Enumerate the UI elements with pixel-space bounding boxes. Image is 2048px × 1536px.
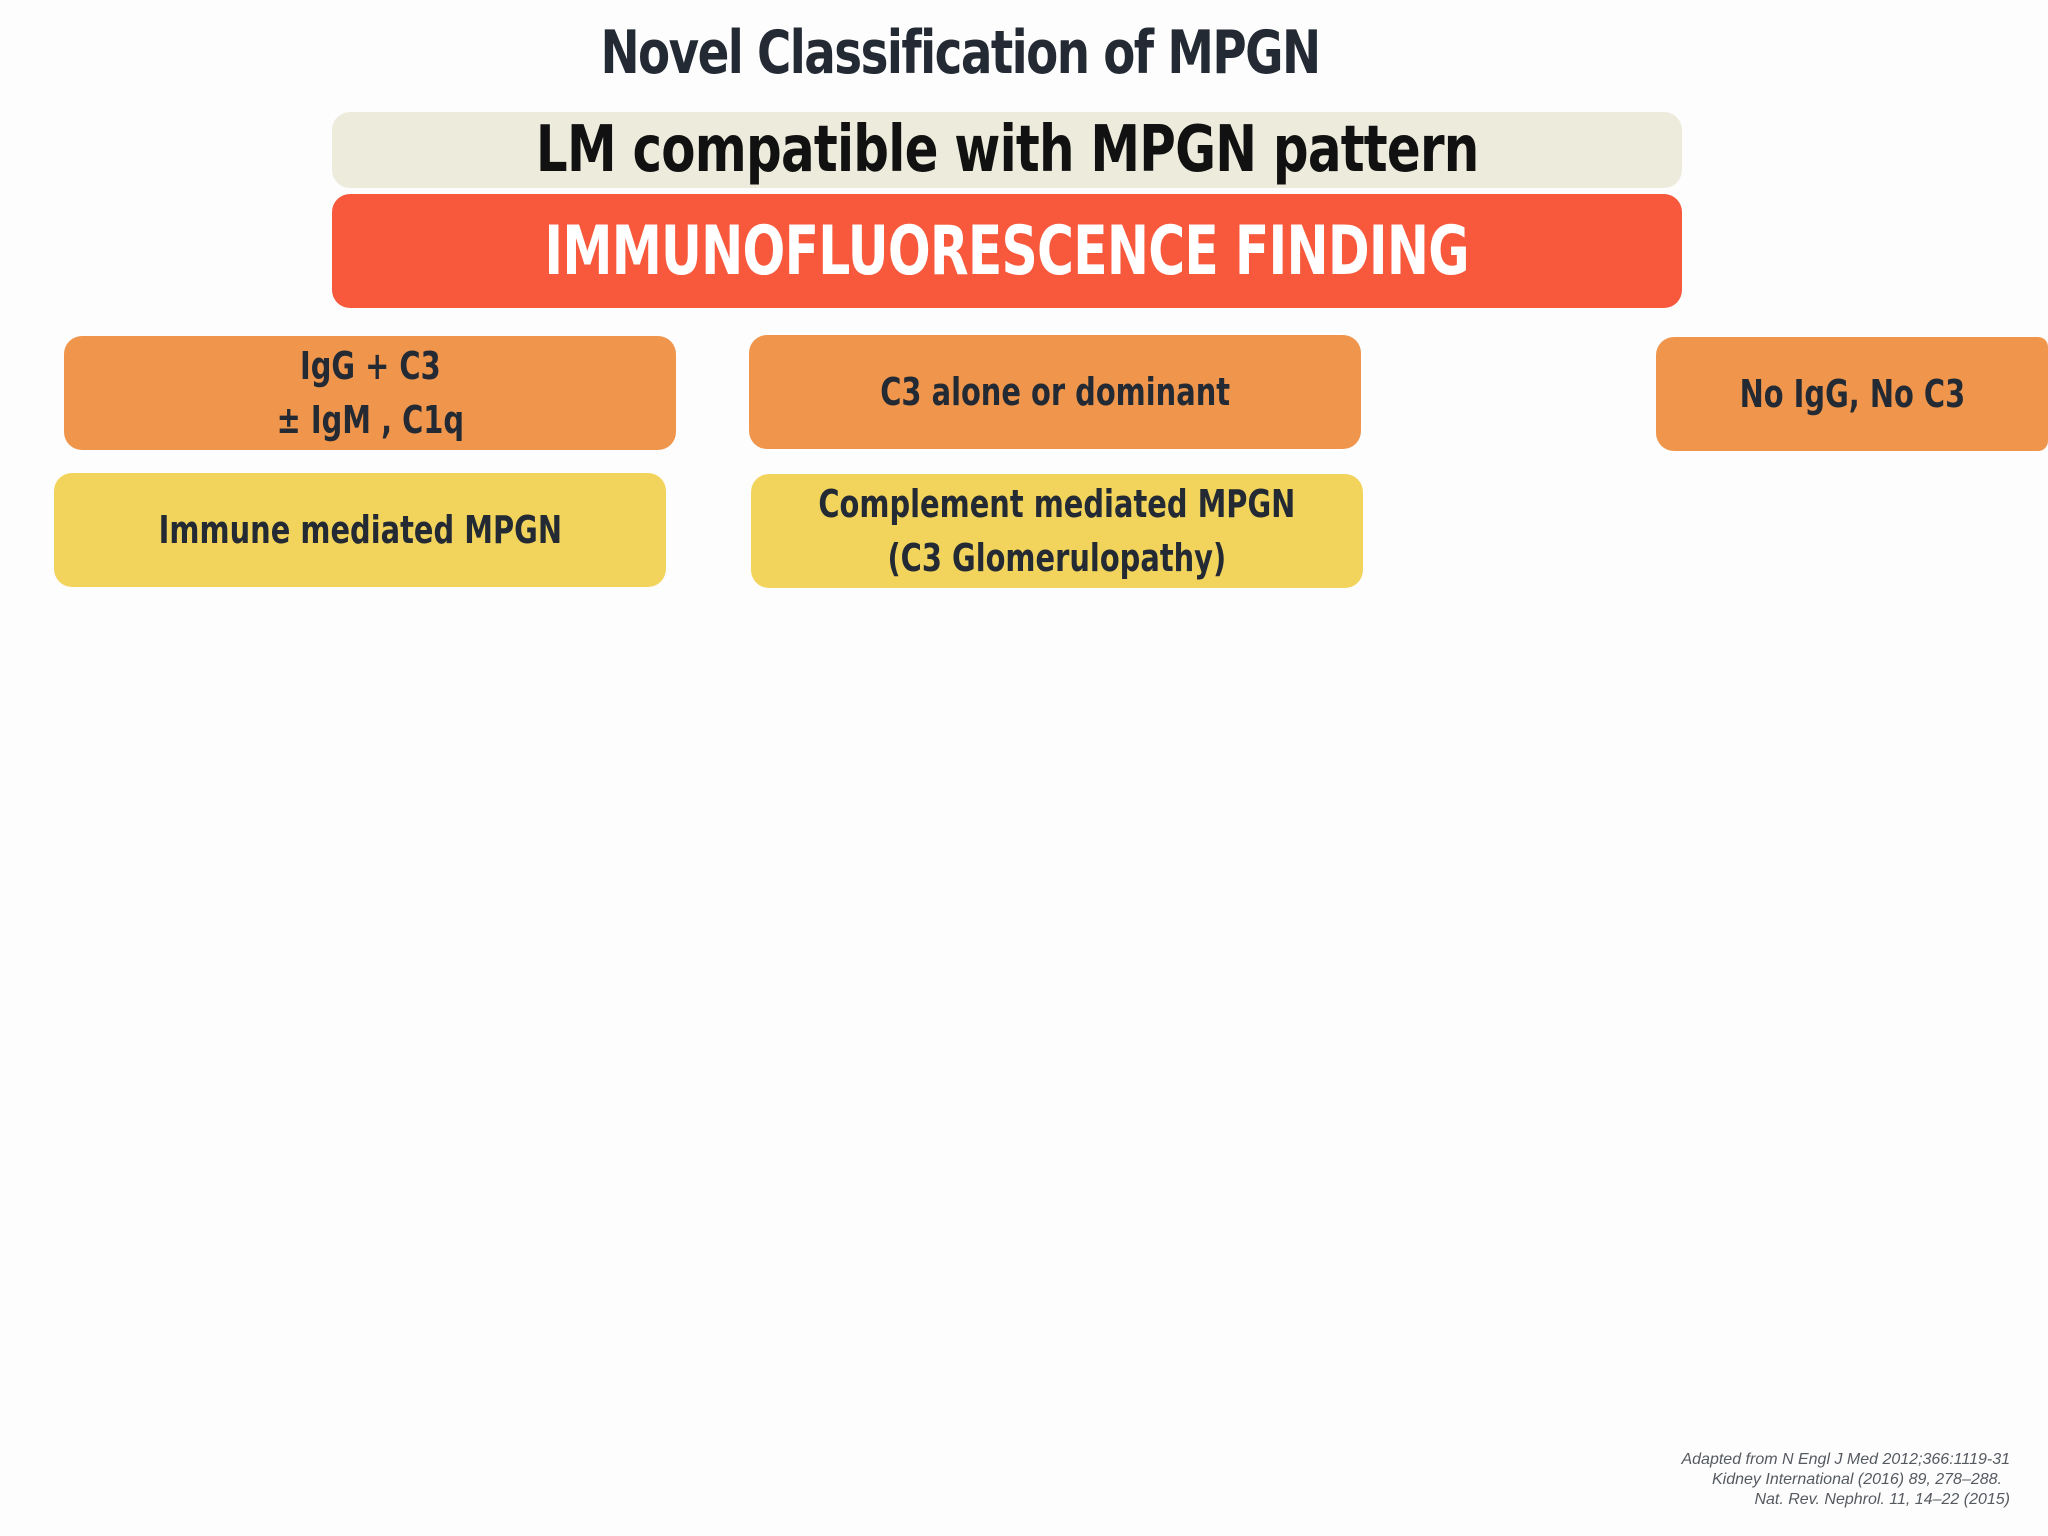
finding-igg-c3-line1: IgG + C3 (299, 344, 441, 388)
lm-pattern-label: LM compatible with MPGN pattern (535, 113, 1479, 187)
finding-no-igg-box: No IgG, No C3 (1656, 337, 2048, 451)
reference-item: Kidney International (2016) 89, 278–288. (1712, 1471, 2002, 1488)
immunofluorescence-box: IMMUNOFLUORESCENCE FINDING (332, 194, 1682, 308)
finding-c3-alone-label: C3 alone or dominant (880, 370, 1230, 414)
immunofluorescence-label: IMMUNOFLUORESCENCE FINDING (544, 211, 1470, 291)
outcome-complement-box: Complement mediated MPGN (C3 Glomerulopa… (751, 474, 1363, 588)
finding-no-igg-label: No IgG, No C3 (1739, 372, 1965, 416)
finding-igg-c3-box: IgG + C3 ± IgM , C1q (64, 336, 676, 450)
references: Adapted from N Engl J Med 2012;366:1119-… (1681, 1450, 2010, 1510)
outcome-immune-box: Immune mediated MPGN (54, 473, 666, 587)
reference-item: Adapted from N Engl J Med 2012;366:1119-… (1681, 1451, 2010, 1468)
finding-igg-c3-line2: ± IgM , C1q (276, 398, 464, 442)
outcome-immune-label: Immune mediated MPGN (158, 508, 562, 552)
outcome-complement-line1: Complement mediated MPGN (818, 482, 1296, 526)
reference-item: Nat. Rev. Nephrol. 11, 14–22 (2015) (1754, 1491, 2010, 1508)
finding-c3-alone-box: C3 alone or dominant (749, 335, 1361, 449)
outcome-complement-line2: (C3 Glomerulopathy) (887, 536, 1227, 580)
lm-pattern-box: LM compatible with MPGN pattern (332, 112, 1682, 188)
page-title: Novel Classification of MPGN (600, 18, 1321, 88)
